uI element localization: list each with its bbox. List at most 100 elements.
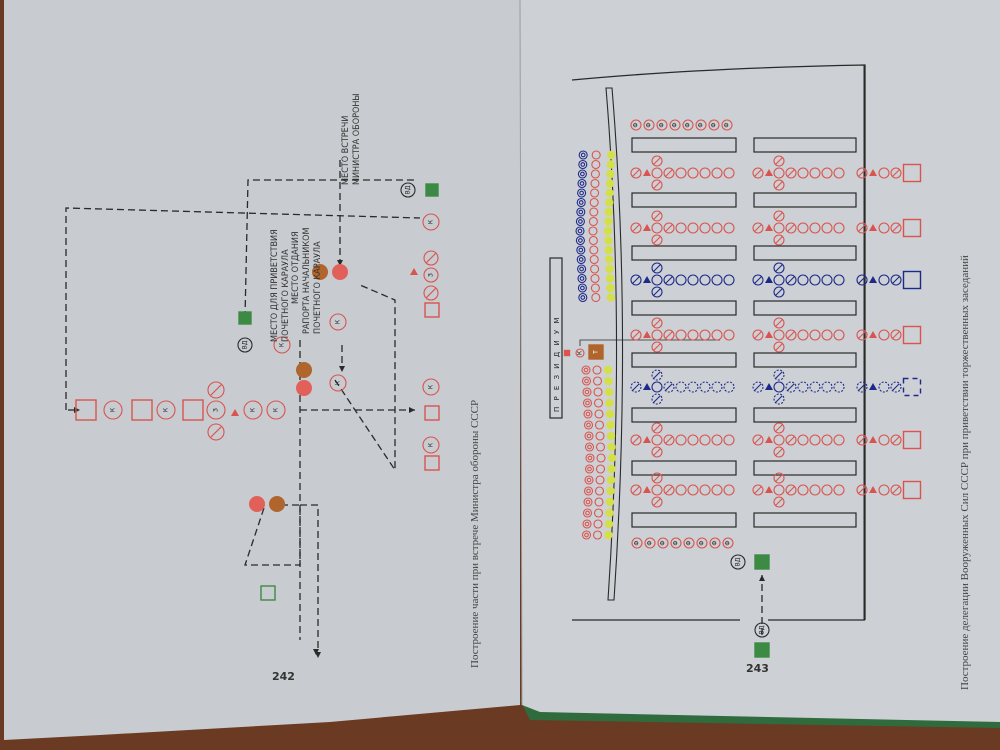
lower-marker-red: [249, 496, 265, 512]
salmon-circle-top-4: [590, 188, 600, 198]
red-ring-inner-9: [587, 466, 592, 472]
row5-b0-center: [651, 434, 663, 446]
vd-circle-bottom: [730, 554, 746, 570]
right-col-staff-1-slash: [426, 288, 436, 298]
row5-entry-circle: [878, 434, 890, 446]
row3-entry-lead-slash: [858, 331, 866, 339]
row0-b1-top-slash: [775, 157, 783, 165]
row4-b1-seat-3: [833, 381, 845, 393]
row0-b0-flag: [643, 169, 651, 176]
row2-b0-second-slash: [665, 276, 673, 284]
hall-outline-top: [571, 64, 866, 620]
bottom-marker-0: [631, 537, 643, 549]
right-col-commander-2: [422, 436, 440, 454]
row3-b0-top: [651, 317, 663, 329]
row5-b0-lead-slash: [632, 436, 640, 444]
bench-left-5: [631, 407, 737, 423]
row2-entry-flag: [869, 276, 877, 283]
yellow-dot-bottom-15: [604, 530, 613, 540]
bottom-marker-2: [657, 537, 669, 549]
vd-circle-entry-letter: ВД: [759, 625, 766, 634]
row5-b1-lead: [752, 434, 764, 446]
meeting-place-label: МЕСТО ВСТРЕЧИ МИНИСТРА ОБОРОНЫ: [341, 93, 362, 185]
red-ring-inner-13: [585, 510, 590, 516]
row4-entry-flag: [869, 383, 877, 390]
row2-b1-bottom: [773, 286, 785, 298]
commander-circle-2: [243, 400, 263, 420]
row3-b0-lead-slash: [632, 331, 640, 339]
red-ring-inner-11: [586, 488, 591, 494]
yellow-dot-top-0: [607, 150, 616, 160]
meeting-marker-red: [332, 264, 348, 280]
meeting-place-line-1: МЕСТО ВСТРЕЧИ: [341, 116, 351, 185]
delegation-row-6: [630, 472, 922, 508]
row2-b1-flag: [765, 276, 773, 283]
row5-entry-lead: [856, 434, 868, 446]
blue-ring-4: [577, 188, 587, 198]
row1-entry-staff: [890, 222, 902, 234]
bench-left-6: [631, 460, 737, 476]
row1-b0-second-slash: [665, 224, 673, 232]
yellow-dot-bottom-13: [605, 508, 614, 518]
blue-ring-8: [575, 226, 585, 236]
red-ring-inner-3: [585, 400, 590, 406]
top-marker-5: [695, 119, 707, 131]
guard-square-0: [75, 399, 97, 421]
row5-b1-bottom-slash: [775, 448, 783, 456]
blue-ring-inner-6: [578, 209, 584, 215]
row5-b1-seat-3: [833, 434, 845, 446]
delegation-row-3: [630, 317, 922, 353]
row3-b0-seat-3: [711, 329, 723, 341]
row0-entry-flag: [869, 169, 877, 176]
yellow-dot-bottom-8: [607, 453, 617, 463]
row5-b0-bottom: [651, 446, 663, 458]
row6-b0-top-slash: [653, 474, 661, 482]
row6-b0-seat-2: [699, 484, 711, 496]
row1-b1-seat-2: [821, 222, 833, 234]
report-commander-letter: К: [335, 319, 342, 324]
row5-b1-seat-0: [797, 434, 809, 446]
row4-b1-lead-slash: [754, 383, 762, 391]
bottom-marker-2-letter: Ф: [660, 540, 667, 545]
row0-entry-square: [902, 163, 922, 183]
salmon-circle-top-3: [590, 178, 600, 189]
row4-b0-seat-2: [699, 381, 711, 393]
row6-b1-bottom: [773, 496, 785, 508]
right-col-staff-0-slash: [426, 253, 436, 263]
blue-ring-inner-9: [578, 238, 583, 243]
row4-b0-lead: [630, 381, 642, 393]
blue-ring-7: [575, 216, 585, 227]
row0-entry-staff: [890, 167, 902, 179]
row6-b0-lead: [630, 484, 642, 496]
row3-b1-second: [785, 329, 797, 341]
meeting-marker-brown: [312, 264, 328, 280]
salmon-circle-top-5: [589, 197, 599, 208]
top-marker-6: [708, 119, 720, 131]
greeting-commander: [273, 336, 291, 354]
row6-b0-flag: [643, 486, 651, 493]
yellow-dot-top-11: [605, 255, 614, 264]
path-right-exit-arrow: [409, 407, 415, 413]
top-marker-0-letter: Ф: [633, 122, 640, 127]
red-ring-inner-5: [586, 422, 591, 428]
row0-b0-top: [651, 155, 663, 167]
row1-b1-center: [773, 222, 785, 234]
row1-b1-seat-3: [833, 222, 845, 234]
salmon-circle-bottom-1: [592, 376, 603, 386]
bottom-marker-4-letter: Ф: [686, 540, 693, 545]
yellow-dot-top-14: [606, 283, 615, 293]
row4-b0-top-slash: [653, 371, 661, 379]
commander-circle-2-letter: К: [250, 407, 257, 412]
row3-b1-top: [773, 317, 785, 329]
row3-b1-seat-2: [821, 329, 833, 341]
row6-entry-staff: [890, 484, 902, 496]
red-ring-15: [581, 530, 592, 540]
top-marker-4: [682, 119, 694, 131]
yellow-dot-top-10: [604, 245, 613, 255]
bottom-marker-6: [709, 537, 721, 549]
yellow-dot-bottom-11: [606, 486, 615, 496]
row0-b0-second-slash: [665, 169, 673, 177]
row4-b0-flag: [643, 383, 651, 390]
yellow-dot-top-8: [603, 226, 613, 236]
path-k-arrow-arrow: [339, 366, 345, 372]
